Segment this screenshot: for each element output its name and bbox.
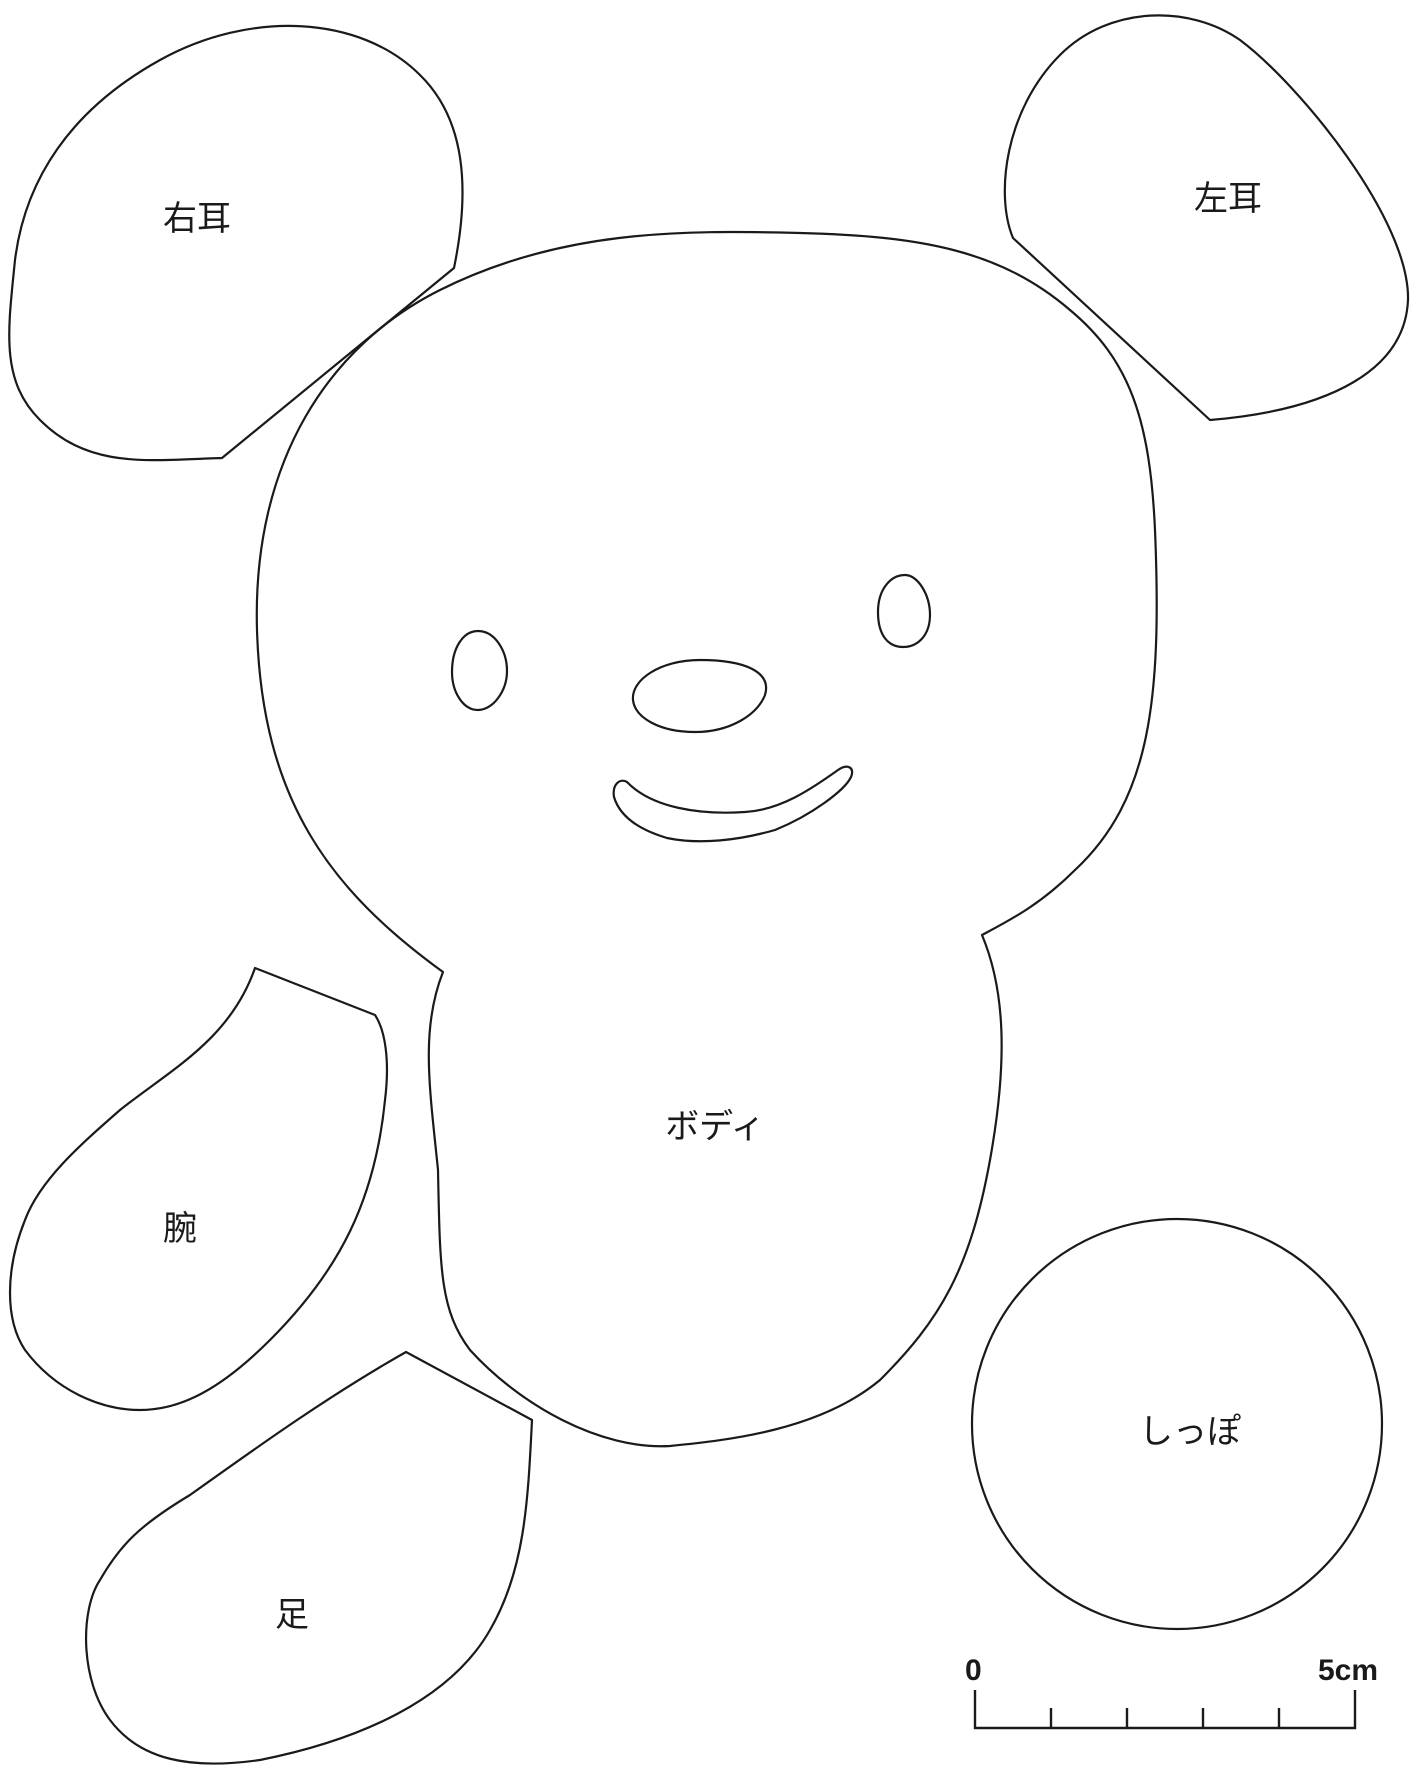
scale-baseline [973,1690,1357,1730]
arm-piece: 腕 [8,966,389,1412]
scale-end-label: 5cm [1318,1654,1378,1687]
arm-outline [8,966,389,1412]
tail-outline [970,1217,1384,1631]
mouth-outline [612,765,854,843]
nose-outline [631,658,768,734]
left-ear-label: 左耳 [1194,179,1262,219]
scale-bar: 0 5cm [965,1654,1378,1730]
left-ear-outline [1003,14,1410,422]
left-ear-piece: 左耳 [1003,14,1410,422]
tail-piece: しっぽ [970,1217,1384,1631]
body-label: ボディ [665,1107,765,1147]
left-eye-outline [450,629,509,712]
right-ear-label: 右耳 [163,199,231,239]
tail-label: しっぽ [1139,1412,1241,1452]
right-eye-outline [876,573,932,649]
body-outline [255,230,1158,1448]
right-ear-piece: 右耳 [8,24,464,462]
body-piece: ボディ [255,230,1158,1448]
scale-ticks [1049,1708,1281,1728]
foot-label: 足 [275,1595,309,1635]
foot-outline [84,1350,534,1765]
foot-piece: 足 [84,1350,534,1765]
right-ear-outline [8,24,464,462]
scale-start-label: 0 [965,1654,982,1687]
arm-label: 腕 [163,1209,197,1249]
